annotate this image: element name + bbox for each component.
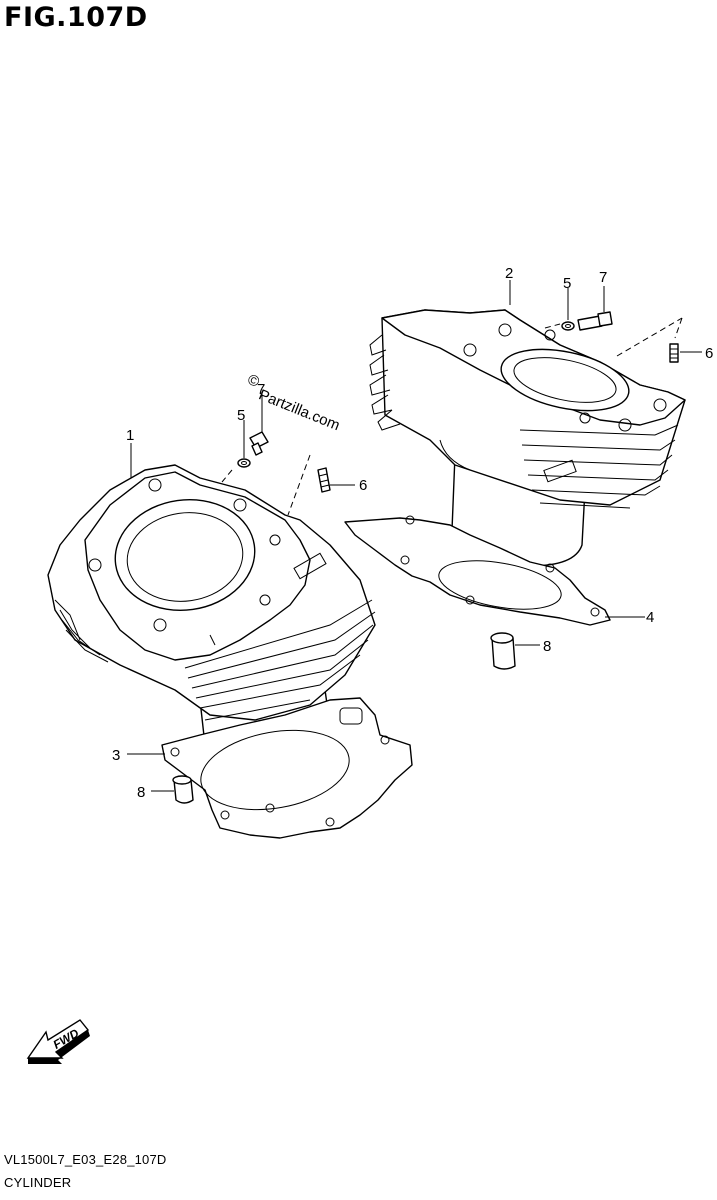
- callout-6-front: 6: [359, 477, 367, 494]
- figure-caption: CYLINDER: [4, 1175, 72, 1190]
- rear-cylinder[interactable]: [369, 309, 686, 567]
- callout-3: 3: [112, 747, 120, 764]
- washer-front[interactable]: [237, 458, 251, 468]
- callout-1: 1: [126, 427, 134, 444]
- callout-8-rear: 8: [543, 638, 551, 655]
- callout-5-front: 5: [237, 407, 245, 424]
- stud-bolt-rear[interactable]: [669, 343, 679, 363]
- callout-2: 2: [505, 265, 513, 282]
- callout-7-front: 7: [257, 381, 265, 398]
- dowel-pin-rear[interactable]: [490, 632, 516, 670]
- watermark: © Partzilla.com: [245, 371, 342, 434]
- leader-lines: [127, 280, 702, 792]
- callout-8-front: 8: [137, 784, 145, 801]
- callout-6-rear: 6: [705, 345, 713, 362]
- washer-rear[interactable]: [561, 321, 575, 331]
- dowel-pin-front[interactable]: [172, 775, 194, 804]
- fwd-arrow-icon: FWD: [26, 1019, 90, 1064]
- callout-4: 4: [646, 609, 654, 626]
- bolt-rear[interactable]: [577, 311, 613, 331]
- bolt-front[interactable]: [249, 431, 269, 456]
- callout-5-rear: 5: [563, 275, 571, 292]
- figure-code: VL1500L7_E03_E28_107D: [4, 1152, 167, 1167]
- rear-base-gasket[interactable]: [344, 515, 611, 626]
- stud-bolt-front[interactable]: [317, 467, 331, 493]
- figure-title: FIG.107D: [4, 2, 148, 33]
- callout-7-rear: 7: [599, 269, 607, 286]
- front-base-gasket[interactable]: [161, 697, 413, 839]
- watermark-text: Partzilla.com: [256, 386, 342, 434]
